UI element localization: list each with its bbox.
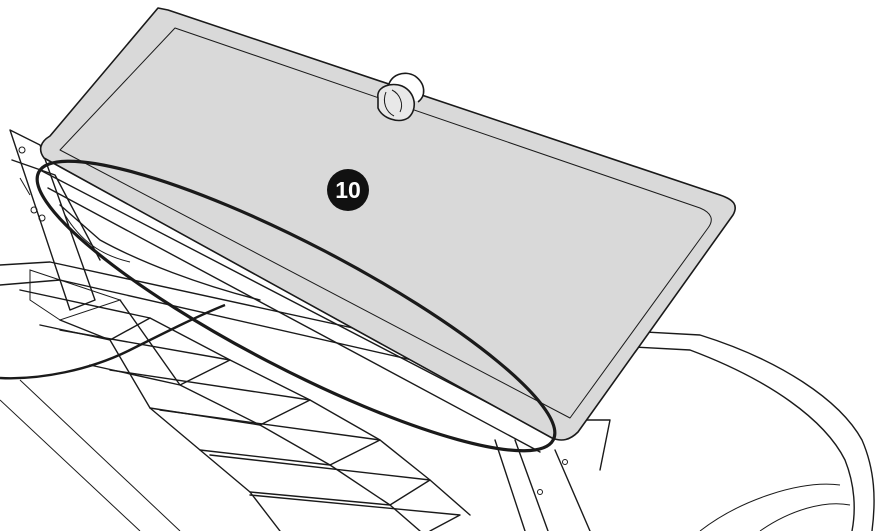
- paper-guide-slats: [0, 261, 501, 531]
- side-frame-left: [9, 129, 101, 311]
- side-frame-right: [494, 419, 611, 531]
- cover-handle: [377, 72, 425, 122]
- roll-holder-axis: [39, 169, 541, 453]
- printer-body: [594, 329, 875, 531]
- step-callout-badge: 10: [327, 169, 369, 211]
- cable: [0, 303, 226, 380]
- step-number-label: 10: [335, 177, 361, 203]
- highlight-ellipse: [35, 159, 557, 453]
- hinged-cover: [39, 7, 736, 441]
